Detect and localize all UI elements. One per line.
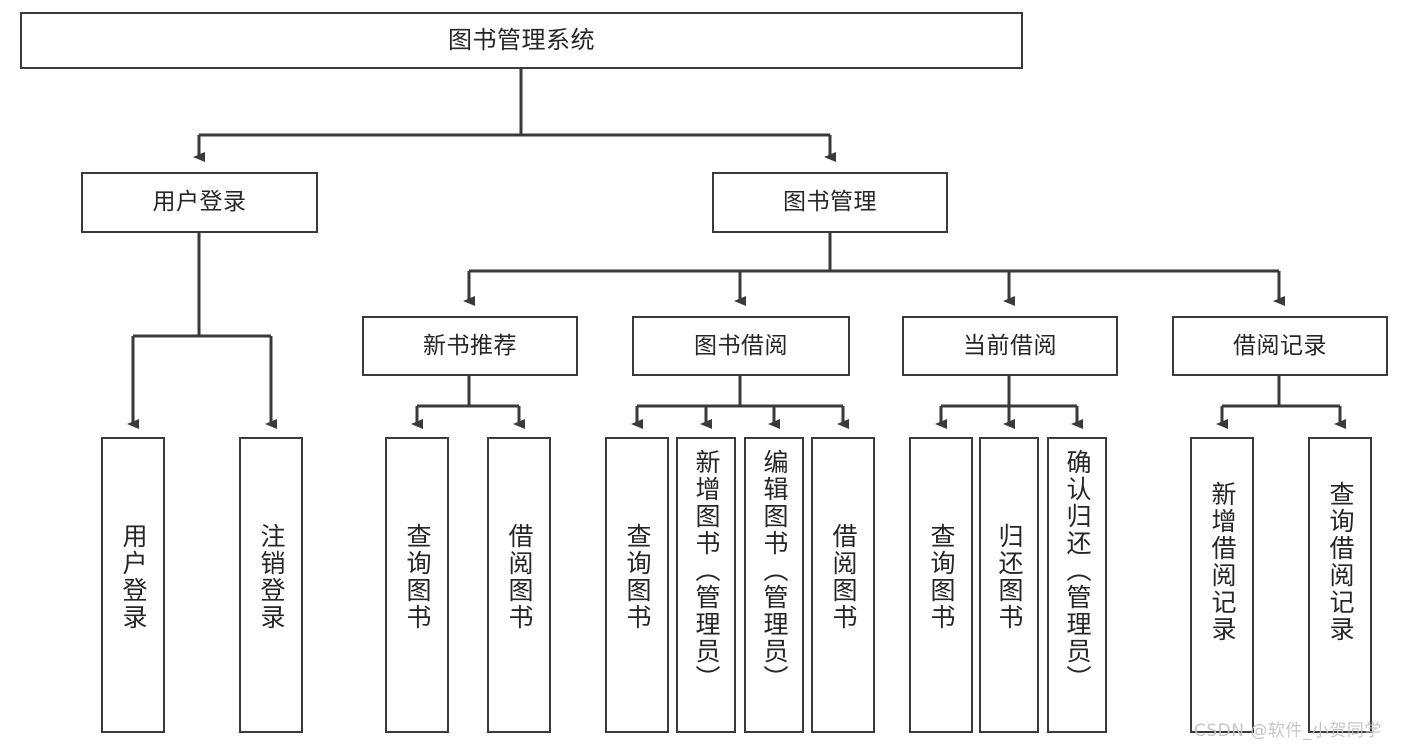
node-leaf-add-book[interactable]: 新增图书（管理员） xyxy=(676,437,736,733)
node-leaf-confirm-return[interactable]: 确认归还（管理员） xyxy=(1047,437,1107,733)
node-user-login[interactable]: 用户登录 xyxy=(81,172,318,233)
node-leaf-return-book-label: 归还图书 xyxy=(995,523,1024,631)
node-leaf-borrow-book-1-label: 借阅图书 xyxy=(505,523,534,631)
node-leaf-edit-book[interactable]: 编辑图书（管理员） xyxy=(744,437,804,733)
node-leaf-query-borrow-record[interactable]: 查询借阅记录 xyxy=(1308,437,1372,733)
node-new-book-recommend[interactable]: 新书推荐 xyxy=(362,316,578,376)
node-current-borrow[interactable]: 当前借阅 xyxy=(902,316,1118,376)
node-leaf-query-book-3[interactable]: 查询图书 xyxy=(909,437,973,733)
node-leaf-query-book-1-label: 查询图书 xyxy=(403,523,432,631)
node-book-management-label: 图书管理 xyxy=(783,189,877,216)
node-book-borrow-label: 图书借阅 xyxy=(694,332,788,359)
node-leaf-add-borrow-record-label: 新增借阅记录 xyxy=(1208,481,1237,643)
node-leaf-confirm-return-label: 确认归还（管理员） xyxy=(1063,449,1092,692)
node-borrow-record-label: 借阅记录 xyxy=(1233,332,1327,359)
node-leaf-logout-login-label: 注销登录 xyxy=(257,523,286,631)
node-current-borrow-label: 当前借阅 xyxy=(963,332,1057,359)
node-new-book-recommend-label: 新书推荐 xyxy=(423,332,517,359)
node-leaf-add-borrow-record[interactable]: 新增借阅记录 xyxy=(1190,437,1254,733)
node-leaf-user-login-label: 用户登录 xyxy=(119,523,148,631)
node-book-management[interactable]: 图书管理 xyxy=(712,172,948,233)
node-leaf-borrow-book-2[interactable]: 借阅图书 xyxy=(811,437,875,733)
node-leaf-return-book[interactable]: 归还图书 xyxy=(979,437,1039,733)
node-borrow-record[interactable]: 借阅记录 xyxy=(1172,316,1388,376)
node-leaf-query-book-2-label: 查询图书 xyxy=(623,523,652,631)
csdn-watermark: CSDN @软件_小贺同学 xyxy=(1194,721,1382,741)
node-leaf-query-book-3-label: 查询图书 xyxy=(927,523,956,631)
node-leaf-add-book-label: 新增图书（管理员） xyxy=(692,449,721,692)
node-leaf-borrow-book-1[interactable]: 借阅图书 xyxy=(487,437,551,733)
node-leaf-user-login[interactable]: 用户登录 xyxy=(101,437,165,733)
node-leaf-edit-book-label: 编辑图书（管理员） xyxy=(760,449,789,692)
node-leaf-query-book-1[interactable]: 查询图书 xyxy=(385,437,449,733)
node-leaf-logout-login[interactable]: 注销登录 xyxy=(239,437,303,733)
node-root[interactable]: 图书管理系统 xyxy=(20,12,1023,69)
node-leaf-query-borrow-record-label: 查询借阅记录 xyxy=(1326,481,1355,643)
node-leaf-query-book-2[interactable]: 查询图书 xyxy=(605,437,669,733)
node-user-login-label: 用户登录 xyxy=(152,189,247,216)
node-root-label: 图书管理系统 xyxy=(448,25,595,54)
node-leaf-borrow-book-2-label: 借阅图书 xyxy=(829,523,858,631)
node-book-borrow[interactable]: 图书借阅 xyxy=(632,316,850,376)
